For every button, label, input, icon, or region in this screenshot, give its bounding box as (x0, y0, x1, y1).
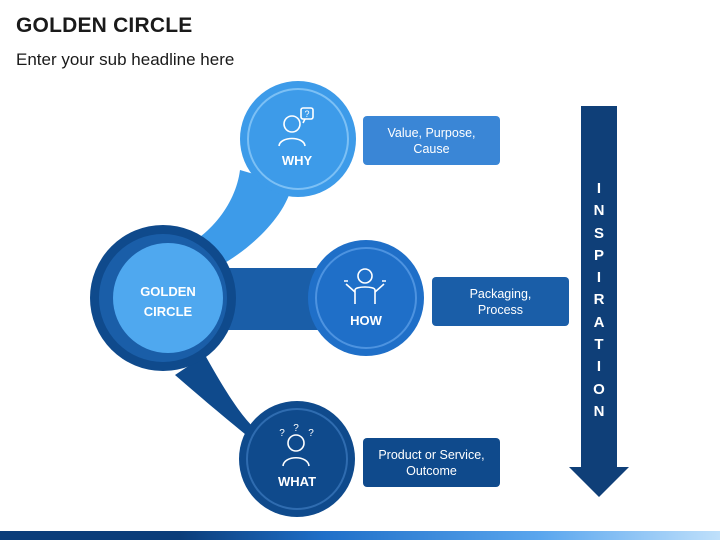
inspiration-letter: I (596, 358, 602, 376)
inspiration-letter: R (593, 291, 605, 309)
shrugging-person-icon (344, 268, 386, 304)
center-inner-circle (113, 243, 223, 353)
svg-text:?: ? (304, 109, 309, 119)
inspiration-letter: O (593, 380, 605, 398)
inspiration-letter: P (593, 246, 604, 264)
what-description-line1: Product or Service, (378, 447, 485, 462)
inspiration-text: I N S P I R A T I O N (584, 180, 614, 420)
how-label: HOW (350, 313, 383, 328)
inspiration-letter: I (596, 269, 602, 287)
footer-gradient-bar (0, 531, 720, 540)
what-outer-circle (239, 401, 355, 517)
why-description-line2: Cause (413, 141, 450, 156)
svg-text:?: ? (293, 423, 299, 434)
inspiration-letter: A (593, 313, 605, 331)
center-label-line2: CIRCLE (144, 304, 193, 319)
inspiration-letter: S (593, 224, 604, 242)
why-label: WHY (282, 153, 313, 168)
thinking-person-icon: ? (278, 107, 314, 147)
why-description-line1: Value, Purpose, (387, 125, 476, 140)
what-label: WHAT (278, 474, 316, 489)
how-outer-circle (308, 240, 424, 356)
inspiration-letter: I (596, 180, 602, 197)
svg-text:?: ? (308, 428, 314, 439)
why-inner-ring (247, 88, 349, 190)
how-inner-ring (315, 247, 417, 349)
how-description-box: Packaging, Process (432, 277, 569, 326)
why-description-box: Value, Purpose, Cause (363, 116, 500, 165)
what-description-line2: Outcome (406, 463, 457, 478)
page-title: GOLDEN CIRCLE (16, 14, 193, 37)
inspiration-arrow (569, 106, 629, 497)
inspiration-letter: T (594, 336, 604, 354)
how-description-line2: Process (477, 302, 524, 317)
what-description-box: Product or Service, Outcome (363, 438, 500, 487)
what-inner-ring (246, 408, 348, 510)
inspiration-letter: N (593, 202, 605, 220)
svg-text:?: ? (279, 428, 285, 439)
center-label-line1: GOLDEN (140, 284, 196, 299)
confused-person-icon: ? ? ? (279, 423, 314, 467)
how-description-line1: Packaging, (469, 286, 532, 301)
connector-how (205, 268, 330, 330)
page-subtitle: Enter your sub headline here (16, 50, 235, 69)
inspiration-letter: N (593, 402, 605, 420)
